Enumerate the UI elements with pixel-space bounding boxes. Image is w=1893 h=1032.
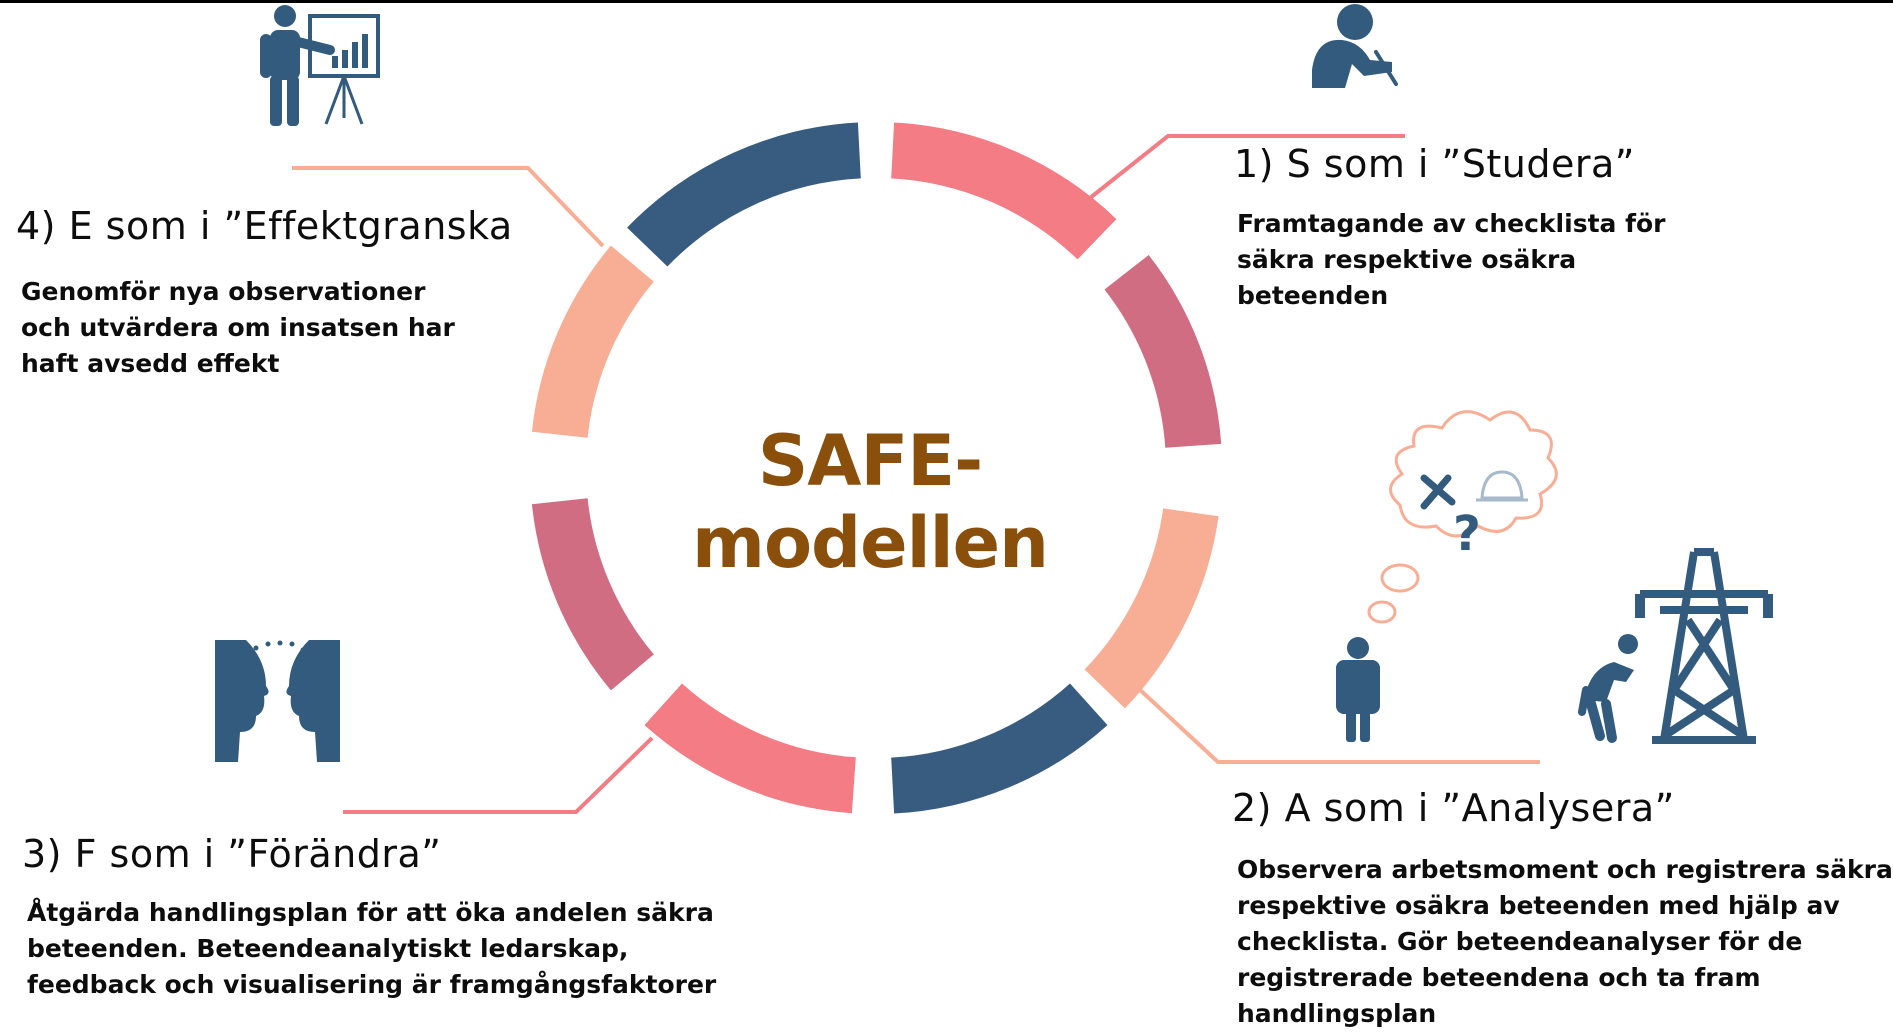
step-1-line: beteenden xyxy=(1237,281,1389,310)
workers-power-tower-icon: ? xyxy=(1336,410,1773,744)
power-tower-icon xyxy=(1635,548,1773,744)
connector-step-1 xyxy=(1088,134,1405,200)
step-1-description: Framtagande av checklista för säkra resp… xyxy=(1237,206,1665,314)
ring-segment-bottom-left xyxy=(644,683,856,814)
step-2-line: handlingsplan xyxy=(1237,999,1437,1028)
ring-segment-right-lower xyxy=(1084,508,1219,709)
step-1-title: 1) S som i ”Studera” xyxy=(1234,142,1635,186)
step-3-line: beteenden. Beteendeanalytiskt ledarskap, xyxy=(27,934,629,963)
thought-cloud-icon xyxy=(1367,410,1558,624)
person-studying-icon xyxy=(1312,4,1398,88)
step-2-description: Observera arbetsmoment och registrera sä… xyxy=(1237,852,1893,1032)
step-2-line: checklista. Gör beteendeanalyser för de xyxy=(1237,927,1803,956)
connector-step-3 xyxy=(343,736,654,814)
step-4-line: Genomför nya observationer xyxy=(21,277,426,306)
ring-segment-left-lower xyxy=(531,498,654,691)
step-1-line: säkra respektive osäkra xyxy=(1237,245,1577,274)
ring-segment-top-left xyxy=(627,122,861,267)
ring-segment-bottom-right xyxy=(891,683,1108,814)
step-3-title: 3) F som i ”Förändra” xyxy=(22,832,442,876)
ring-segment-top-right xyxy=(891,122,1117,260)
ring-segment-left-upper xyxy=(531,245,654,438)
standing-worker-icon xyxy=(1336,637,1380,742)
step-1-line: Framtagande av checklista för xyxy=(1237,209,1666,238)
bending-worker-icon xyxy=(1578,634,1638,743)
ring-segments xyxy=(531,122,1222,814)
step-4-line: haft avsedd effekt xyxy=(21,349,280,378)
ring-segment-right-upper xyxy=(1104,255,1222,448)
step-3-line: Åtgärda handlingsplan för att öka andele… xyxy=(27,898,714,927)
connector-step-2 xyxy=(1136,686,1540,764)
two-faces-dialogue-icon xyxy=(215,640,340,762)
step-2-line: Observera arbetsmoment och registrera sä… xyxy=(1237,855,1893,884)
step-4-description: Genomför nya observationer och utvärdera… xyxy=(21,274,455,382)
presenter-chart-icon xyxy=(260,5,380,126)
connector-step-4 xyxy=(292,166,605,248)
svg-text:?: ? xyxy=(1453,506,1481,562)
step-2-line: registrerade beteendena och ta fram xyxy=(1237,963,1761,992)
diagram-center-title: SAFE-modellen xyxy=(692,420,1049,584)
top-border-rule xyxy=(0,0,1893,3)
step-3-line: feedback och visualisering är framgångsf… xyxy=(27,970,717,999)
hard-hat-icon xyxy=(1480,470,1524,500)
step-3-description: Åtgärda handlingsplan för att öka andele… xyxy=(27,895,716,1003)
step-4-title: 4) E som i ”Effektgranska xyxy=(16,204,513,248)
step-4-line: och utvärdera om insatsen har xyxy=(21,313,455,342)
step-2-title: 2) A som i ”Analysera” xyxy=(1232,786,1675,830)
step-2-line: respektive osäkra beteenden med hjälp av xyxy=(1237,891,1840,920)
